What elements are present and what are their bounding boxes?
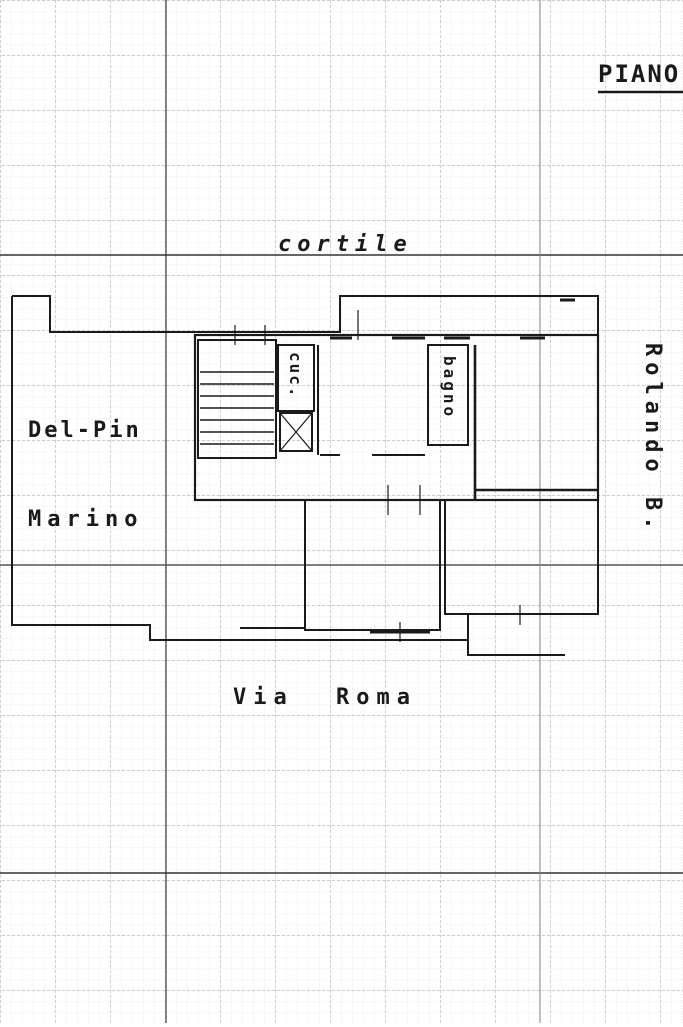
courtyard-label: cortile: [278, 232, 413, 257]
street-label: Via Roma: [233, 685, 417, 710]
neighbor-west-label-1: Del-Pin: [28, 418, 142, 443]
plan-title: PIANO: [598, 60, 681, 88]
kitchen-label: cuc.: [286, 352, 305, 399]
bathroom-label: bagno: [440, 356, 459, 420]
building-outline: [11, 295, 600, 656]
neighbor-east-label: Rolando B.: [640, 343, 665, 536]
neighbor-west-label-2: Marino: [28, 507, 144, 532]
